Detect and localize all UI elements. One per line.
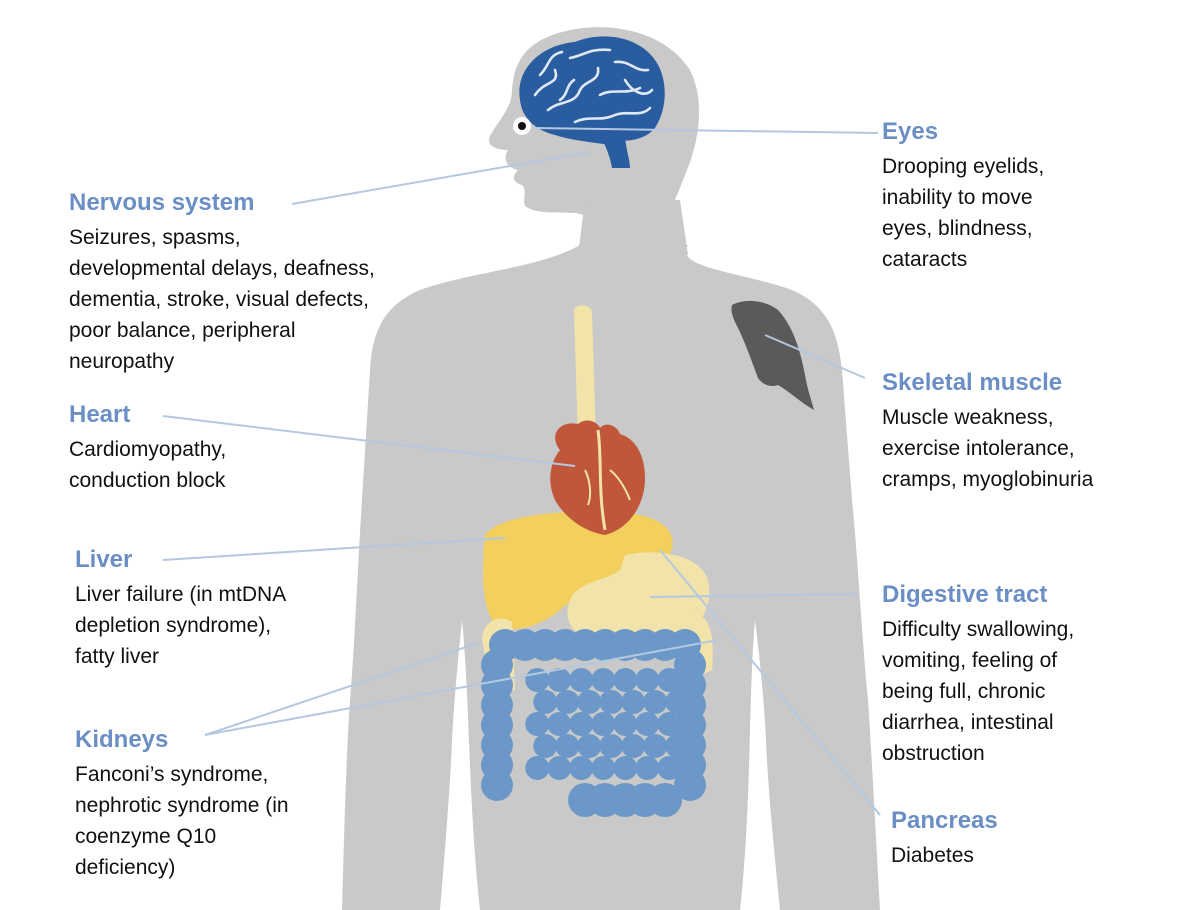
label-kidneys: Kidneys Fanconi’s syndrome, nephrotic sy… — [75, 725, 289, 883]
intestine-segment — [591, 756, 616, 780]
label-text: Muscle weakness, exercise intolerance, c… — [882, 406, 1094, 491]
intestine-segment — [665, 734, 690, 758]
shoulder-muscle — [731, 300, 814, 410]
intestine-segment — [635, 668, 660, 692]
liver — [482, 511, 673, 630]
intestine-segment — [657, 668, 682, 692]
intestine-segment — [569, 668, 594, 692]
intestine-segment — [569, 756, 594, 780]
intestine-segment — [621, 690, 646, 714]
brain-stem — [602, 136, 630, 168]
intestine-segment — [599, 734, 624, 758]
intestine-segment — [665, 690, 690, 714]
intestine-segment — [657, 712, 682, 736]
label-text: Fanconi’s syndrome, nephrotic syndrome (… — [75, 763, 289, 879]
intestine-segment — [599, 690, 624, 714]
esophagus — [573, 305, 596, 440]
intestine-segment — [613, 756, 638, 780]
intestine-segment — [577, 690, 602, 714]
label-title: Skeletal muscle — [882, 369, 1063, 396]
label-text: Drooping eyelids, inability to move eyes… — [882, 155, 1045, 271]
intestines — [481, 629, 706, 817]
label-title: Pancreas — [891, 807, 998, 834]
eye-pupil — [518, 122, 526, 130]
intestine-segment — [525, 756, 550, 780]
label-text: Liver failure (in mtDNA depletion syndro… — [75, 583, 287, 668]
intestine-segment — [657, 756, 682, 780]
intestine-segment — [674, 769, 706, 801]
brain-gyri — [533, 48, 654, 124]
label-eyes: Eyes Drooping eyelids, inability to move… — [882, 117, 1044, 275]
label-title: Heart — [69, 401, 131, 428]
intestine-segment — [621, 734, 646, 758]
label-text: Difficulty swallowing, vomiting, feeling… — [882, 618, 1075, 765]
heart — [550, 420, 645, 535]
stomach — [567, 552, 710, 647]
intestine-segment — [613, 668, 638, 692]
intestine-segment — [547, 668, 572, 692]
label-text: Cardiomyopathy, conduction block — [69, 438, 227, 492]
intestine-segment — [555, 734, 580, 758]
label-title: Nervous system — [69, 189, 255, 216]
label-nervous-system: Nervous system Seizures, spasms, develop… — [69, 188, 375, 377]
intestine-segment — [591, 712, 616, 736]
leader-eyes — [534, 127, 879, 134]
leader-lines — [162, 127, 881, 816]
label-text: Diabetes — [891, 844, 974, 867]
label-title: Kidneys — [75, 726, 169, 753]
intestine-segment — [547, 712, 572, 736]
label-skeletal-muscle: Skeletal muscle Muscle weakness, exercis… — [882, 368, 1093, 495]
label-title: Digestive tract — [882, 581, 1048, 608]
heart-vessel-2 — [584, 469, 592, 506]
heart-vessel — [609, 469, 631, 501]
intestine-segment — [547, 756, 572, 780]
intestine-segment — [648, 783, 682, 817]
leader-muscle — [764, 334, 866, 379]
label-pancreas: Pancreas Diabetes — [891, 806, 998, 871]
brain-illustration — [513, 36, 665, 168]
intestine-segment — [643, 690, 668, 714]
leader-kidneys-2 — [204, 639, 719, 736]
intestine-segment — [533, 734, 558, 758]
label-title: Eyes — [882, 118, 939, 145]
intestine-segment — [613, 712, 638, 736]
intestine-segment — [591, 668, 616, 692]
leader-kidneys-1 — [204, 642, 479, 736]
heart-illustration — [550, 420, 645, 535]
heart-aorta — [596, 429, 607, 531]
label-digestive-tract: Digestive tract Difficulty swallowing, v… — [882, 580, 1074, 769]
neck-silhouette — [578, 200, 688, 255]
label-text: Seizures, spasms, developmental delays, … — [69, 226, 375, 373]
leader-heart — [162, 415, 576, 467]
intestine-segment — [525, 712, 550, 736]
intestine-segment — [555, 690, 580, 714]
intestine-segment — [577, 734, 602, 758]
leader-nervous — [291, 151, 591, 205]
intestine-segment — [569, 712, 594, 736]
intestine-segment — [481, 769, 513, 801]
intestine-segment — [643, 734, 668, 758]
intestine-segment — [533, 690, 558, 714]
label-title: Liver — [75, 546, 133, 573]
label-heart: Heart Cardiomyopathy, conduction block — [69, 400, 226, 496]
leader-liver — [162, 537, 506, 561]
leader-pancreas — [659, 549, 881, 816]
intestine-segment — [635, 712, 660, 736]
intestine-segment — [635, 756, 660, 780]
leader-digestive — [649, 593, 859, 598]
label-liver: Liver Liver failure (in mtDNA depletion … — [75, 545, 286, 672]
